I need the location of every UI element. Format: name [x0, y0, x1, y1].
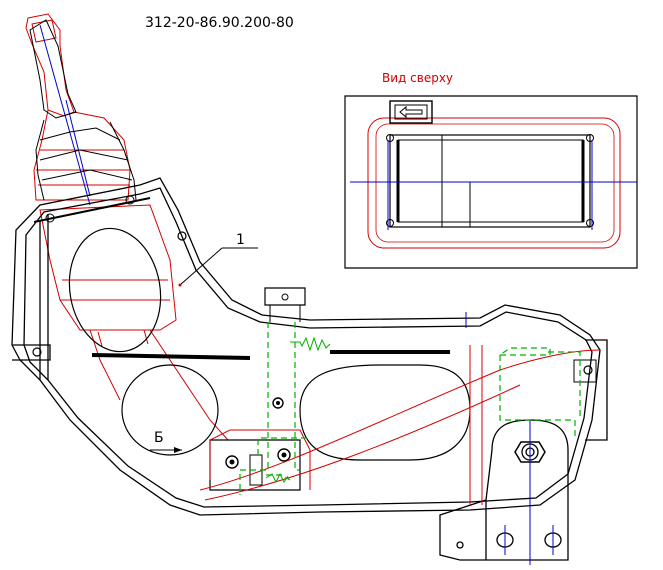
right-bolt	[583, 365, 593, 375]
cable-path	[199, 345, 601, 505]
top-view-red-outline	[367, 117, 621, 249]
callout-number: 1	[236, 232, 245, 248]
upper-oval-opening	[68, 227, 162, 353]
lower-left-oval	[121, 364, 219, 456]
top-view-handle-box	[389, 100, 433, 124]
control-linkage	[239, 322, 581, 495]
right-oval-opening	[299, 364, 471, 461]
bracket-bolt-right	[277, 448, 291, 462]
callout-leader	[179, 247, 223, 286]
top-bracket	[264, 287, 306, 306]
top-view: Вид сверху	[344, 71, 638, 269]
left-bolt	[32, 347, 42, 357]
bracket-bolt-left	[225, 455, 239, 469]
part-number: 312-20-86.90.200-80	[145, 15, 294, 31]
joystick	[25, 13, 229, 441]
top-view-label: Вид сверху	[382, 71, 453, 85]
section-label: Б	[154, 430, 164, 446]
guide-rail	[91, 353, 251, 360]
top-view-frame	[344, 95, 638, 269]
joystick-boot	[29, 19, 151, 223]
housing	[11, 177, 608, 516]
side-view: 1 Б	[11, 13, 608, 565]
mid-bolt	[272, 397, 284, 409]
right-mount	[439, 419, 569, 561]
lower-bracket	[209, 439, 301, 491]
spring	[290, 336, 331, 352]
top-view-body	[389, 134, 591, 228]
